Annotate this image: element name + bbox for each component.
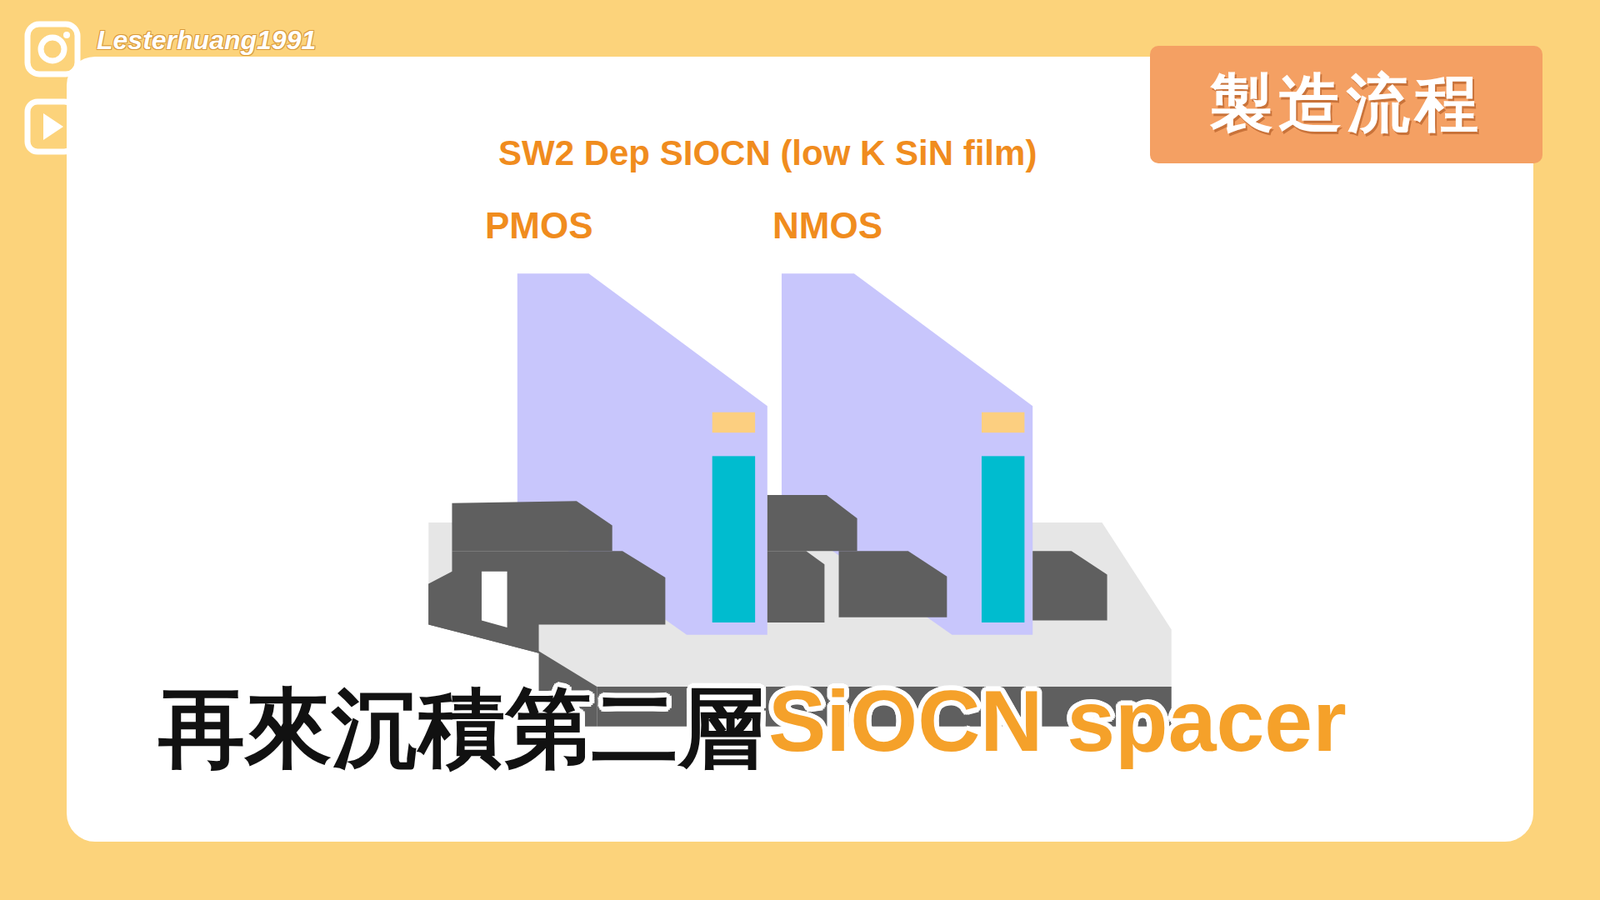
instagram-icon (27, 24, 78, 75)
device-label: PMOS (485, 205, 594, 247)
subtitle-text: 再來沉積第二層 (158, 671, 765, 789)
gate-bar (981, 455, 1025, 623)
fin-block (451, 500, 612, 551)
subtitle-highlight: SiOCN spacer (768, 671, 1347, 771)
fin-block (767, 495, 858, 551)
fin-block (428, 550, 665, 653)
instagram-lens (40, 37, 65, 61)
play-triangle (43, 113, 64, 140)
section-tag: 製造流程 (1150, 45, 1543, 164)
gate-bar (712, 455, 755, 623)
tag-text: 製造流程 (1210, 61, 1484, 148)
fin-block (1032, 550, 1107, 620)
gate-cap (712, 412, 755, 433)
instagram-dot (63, 31, 70, 39)
fin-notch (481, 571, 508, 628)
fin-block (767, 550, 825, 623)
gate-cap (981, 412, 1025, 433)
watermark: Lesterhuang1991 (96, 25, 316, 56)
device-label: NMOS (772, 205, 883, 247)
diagram-title: SW2 Dep SIOCN (low K SiN film) (498, 133, 1037, 174)
fin-block (839, 550, 948, 618)
